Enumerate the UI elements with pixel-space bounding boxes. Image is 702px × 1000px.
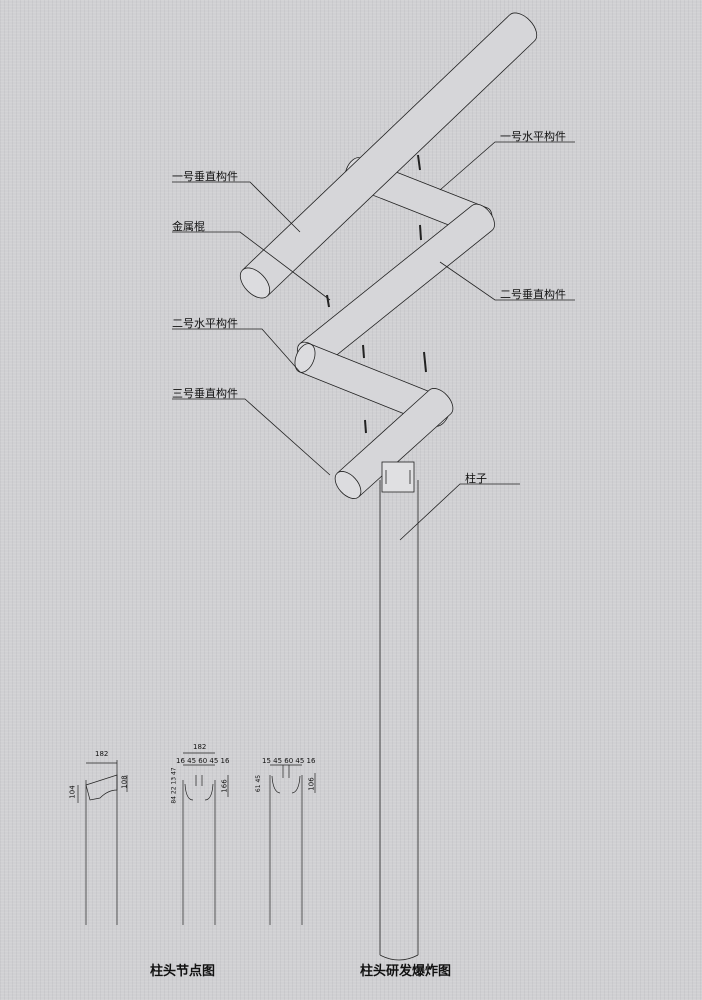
dim-d3-right: 106 (307, 777, 316, 791)
dim-d2-segments: 16 45 60 45 16 (176, 757, 230, 765)
vertical-member-1 (239, 12, 538, 299)
node-drawings (77, 752, 316, 925)
title-exploded-view: 柱头研发爆炸图 (360, 964, 452, 979)
dim-d1-left: 104 (68, 785, 77, 799)
dim-d1-width: 182 (95, 750, 109, 758)
vertical-member-3 (334, 388, 454, 499)
metal-rod (423, 351, 427, 373)
metal-rod (326, 294, 330, 308)
title-node-drawing: 柱头节点图 (150, 964, 216, 979)
metal-rod (362, 344, 365, 359)
label-horizontal-2: 二号水平构件 (172, 317, 238, 330)
metal-rod (417, 154, 421, 171)
dim-d2-width: 182 (193, 743, 207, 751)
dim-d2-left: 84 22 13 47 (170, 767, 178, 804)
metal-rod (364, 419, 367, 434)
dim-d1-right: 108 (120, 775, 129, 789)
metal-rod (419, 224, 422, 241)
label-vertical-1: 一号垂直构件 (172, 170, 238, 183)
label-metal-rod: 金属棍 (172, 220, 205, 233)
label-vertical-2: 二号垂直构件 (500, 288, 566, 301)
dim-d3-left: 61 45 (255, 774, 263, 793)
dim-d2-right: 166 (220, 779, 229, 793)
label-column: 柱子 (465, 472, 487, 485)
label-vertical-3: 三号垂直构件 (172, 387, 238, 400)
dim-d3-segments: 15 45 60 45 16 (262, 757, 316, 765)
label-horizontal-1: 一号水平构件 (500, 130, 566, 143)
column (379, 461, 419, 961)
components (239, 12, 538, 499)
leader-lines (172, 141, 575, 541)
